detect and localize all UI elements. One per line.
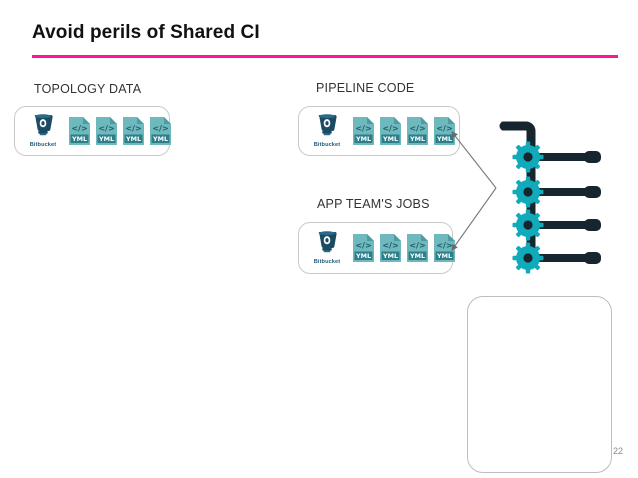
yml-file-icon: </> YML [353, 117, 374, 145]
svg-text:YML: YML [152, 135, 168, 143]
pipeline-branch-3 [512, 209, 601, 241]
svg-text:YML: YML [436, 135, 452, 143]
bitbucket-label: Bitbucket [313, 142, 341, 149]
yml-file-list-appteam: </> YML </> YML </> YML [353, 234, 455, 262]
svg-text:</>: </> [125, 124, 141, 133]
svg-text:YML: YML [382, 252, 398, 260]
pipeline-branch-2 [512, 176, 601, 208]
bitbucket-icon [316, 113, 338, 142]
pipeline-branch-1 [512, 141, 601, 173]
section-label-pipeline-code: PIPELINE CODE [316, 81, 415, 95]
yml-file-icon: </> YML [353, 234, 374, 262]
repo-group-pipeline-code: Bitbucket </> YML </> YML [298, 106, 460, 156]
svg-text:</>: </> [71, 124, 87, 133]
bitbucket-label: Bitbucket [313, 259, 341, 266]
svg-text:YML: YML [98, 135, 114, 143]
page-number: 22 [613, 446, 624, 456]
section-label-app-teams-jobs: APP TEAM'S JOBS [317, 197, 430, 211]
svg-text:YML: YML [355, 135, 371, 143]
empty-content-panel [467, 296, 612, 473]
title-divider-rule [32, 55, 618, 58]
yml-file-icon: </> YML [96, 117, 117, 145]
yml-file-icon: </> YML [69, 117, 90, 145]
yml-file-icon: </> YML [123, 117, 144, 145]
yml-file-icon: </> YML [434, 117, 455, 145]
svg-text:</>: </> [355, 124, 371, 133]
svg-text:YML: YML [436, 252, 452, 260]
svg-text:YML: YML [382, 135, 398, 143]
yml-file-icon: </> YML [434, 234, 455, 262]
yml-file-icon: </> YML [407, 117, 428, 145]
svg-text:</>: </> [436, 241, 452, 250]
svg-text:YML: YML [355, 252, 371, 260]
bitbucket-logo-pipeline: Bitbucket [307, 111, 347, 151]
shared-ci-pipeline-graphic [498, 120, 618, 275]
svg-text:</>: </> [409, 241, 425, 250]
yml-file-icon: </> YML [150, 117, 171, 145]
bitbucket-logo-appteam: Bitbucket [307, 228, 347, 268]
bitbucket-label: Bitbucket [29, 142, 57, 149]
svg-text:</>: </> [355, 241, 371, 250]
pipeline-branch-4 [512, 242, 601, 274]
svg-text:</>: </> [98, 124, 114, 133]
svg-text:</>: </> [382, 124, 398, 133]
yml-file-icon: </> YML [407, 234, 428, 262]
yml-file-icon: </> YML [380, 117, 401, 145]
yml-file-list-pipeline: </> YML </> YML </> YML [353, 117, 455, 145]
repo-group-app-teams-jobs: Bitbucket </> YML </> YML [298, 222, 455, 274]
svg-text:</>: </> [436, 124, 452, 133]
bitbucket-logo-topology: Bitbucket [23, 111, 63, 151]
yml-file-list-topology: </> YML </> YML </> YML [69, 117, 171, 145]
yml-file-icon: </> YML [380, 234, 401, 262]
svg-text:YML: YML [125, 135, 141, 143]
svg-text:YML: YML [71, 135, 87, 143]
repo-group-topology-data: Bitbucket </> YML </> YML [14, 106, 171, 156]
svg-text:YML: YML [409, 252, 425, 260]
svg-text:YML: YML [409, 135, 425, 143]
section-label-topology-data: TOPOLOGY DATA [34, 82, 142, 96]
page-title: Avoid perils of Shared CI [32, 22, 260, 43]
svg-text:</>: </> [382, 241, 398, 250]
bitbucket-icon [316, 230, 338, 259]
svg-text:</>: </> [152, 124, 168, 133]
bitbucket-icon [32, 113, 54, 142]
svg-text:</>: </> [409, 124, 425, 133]
